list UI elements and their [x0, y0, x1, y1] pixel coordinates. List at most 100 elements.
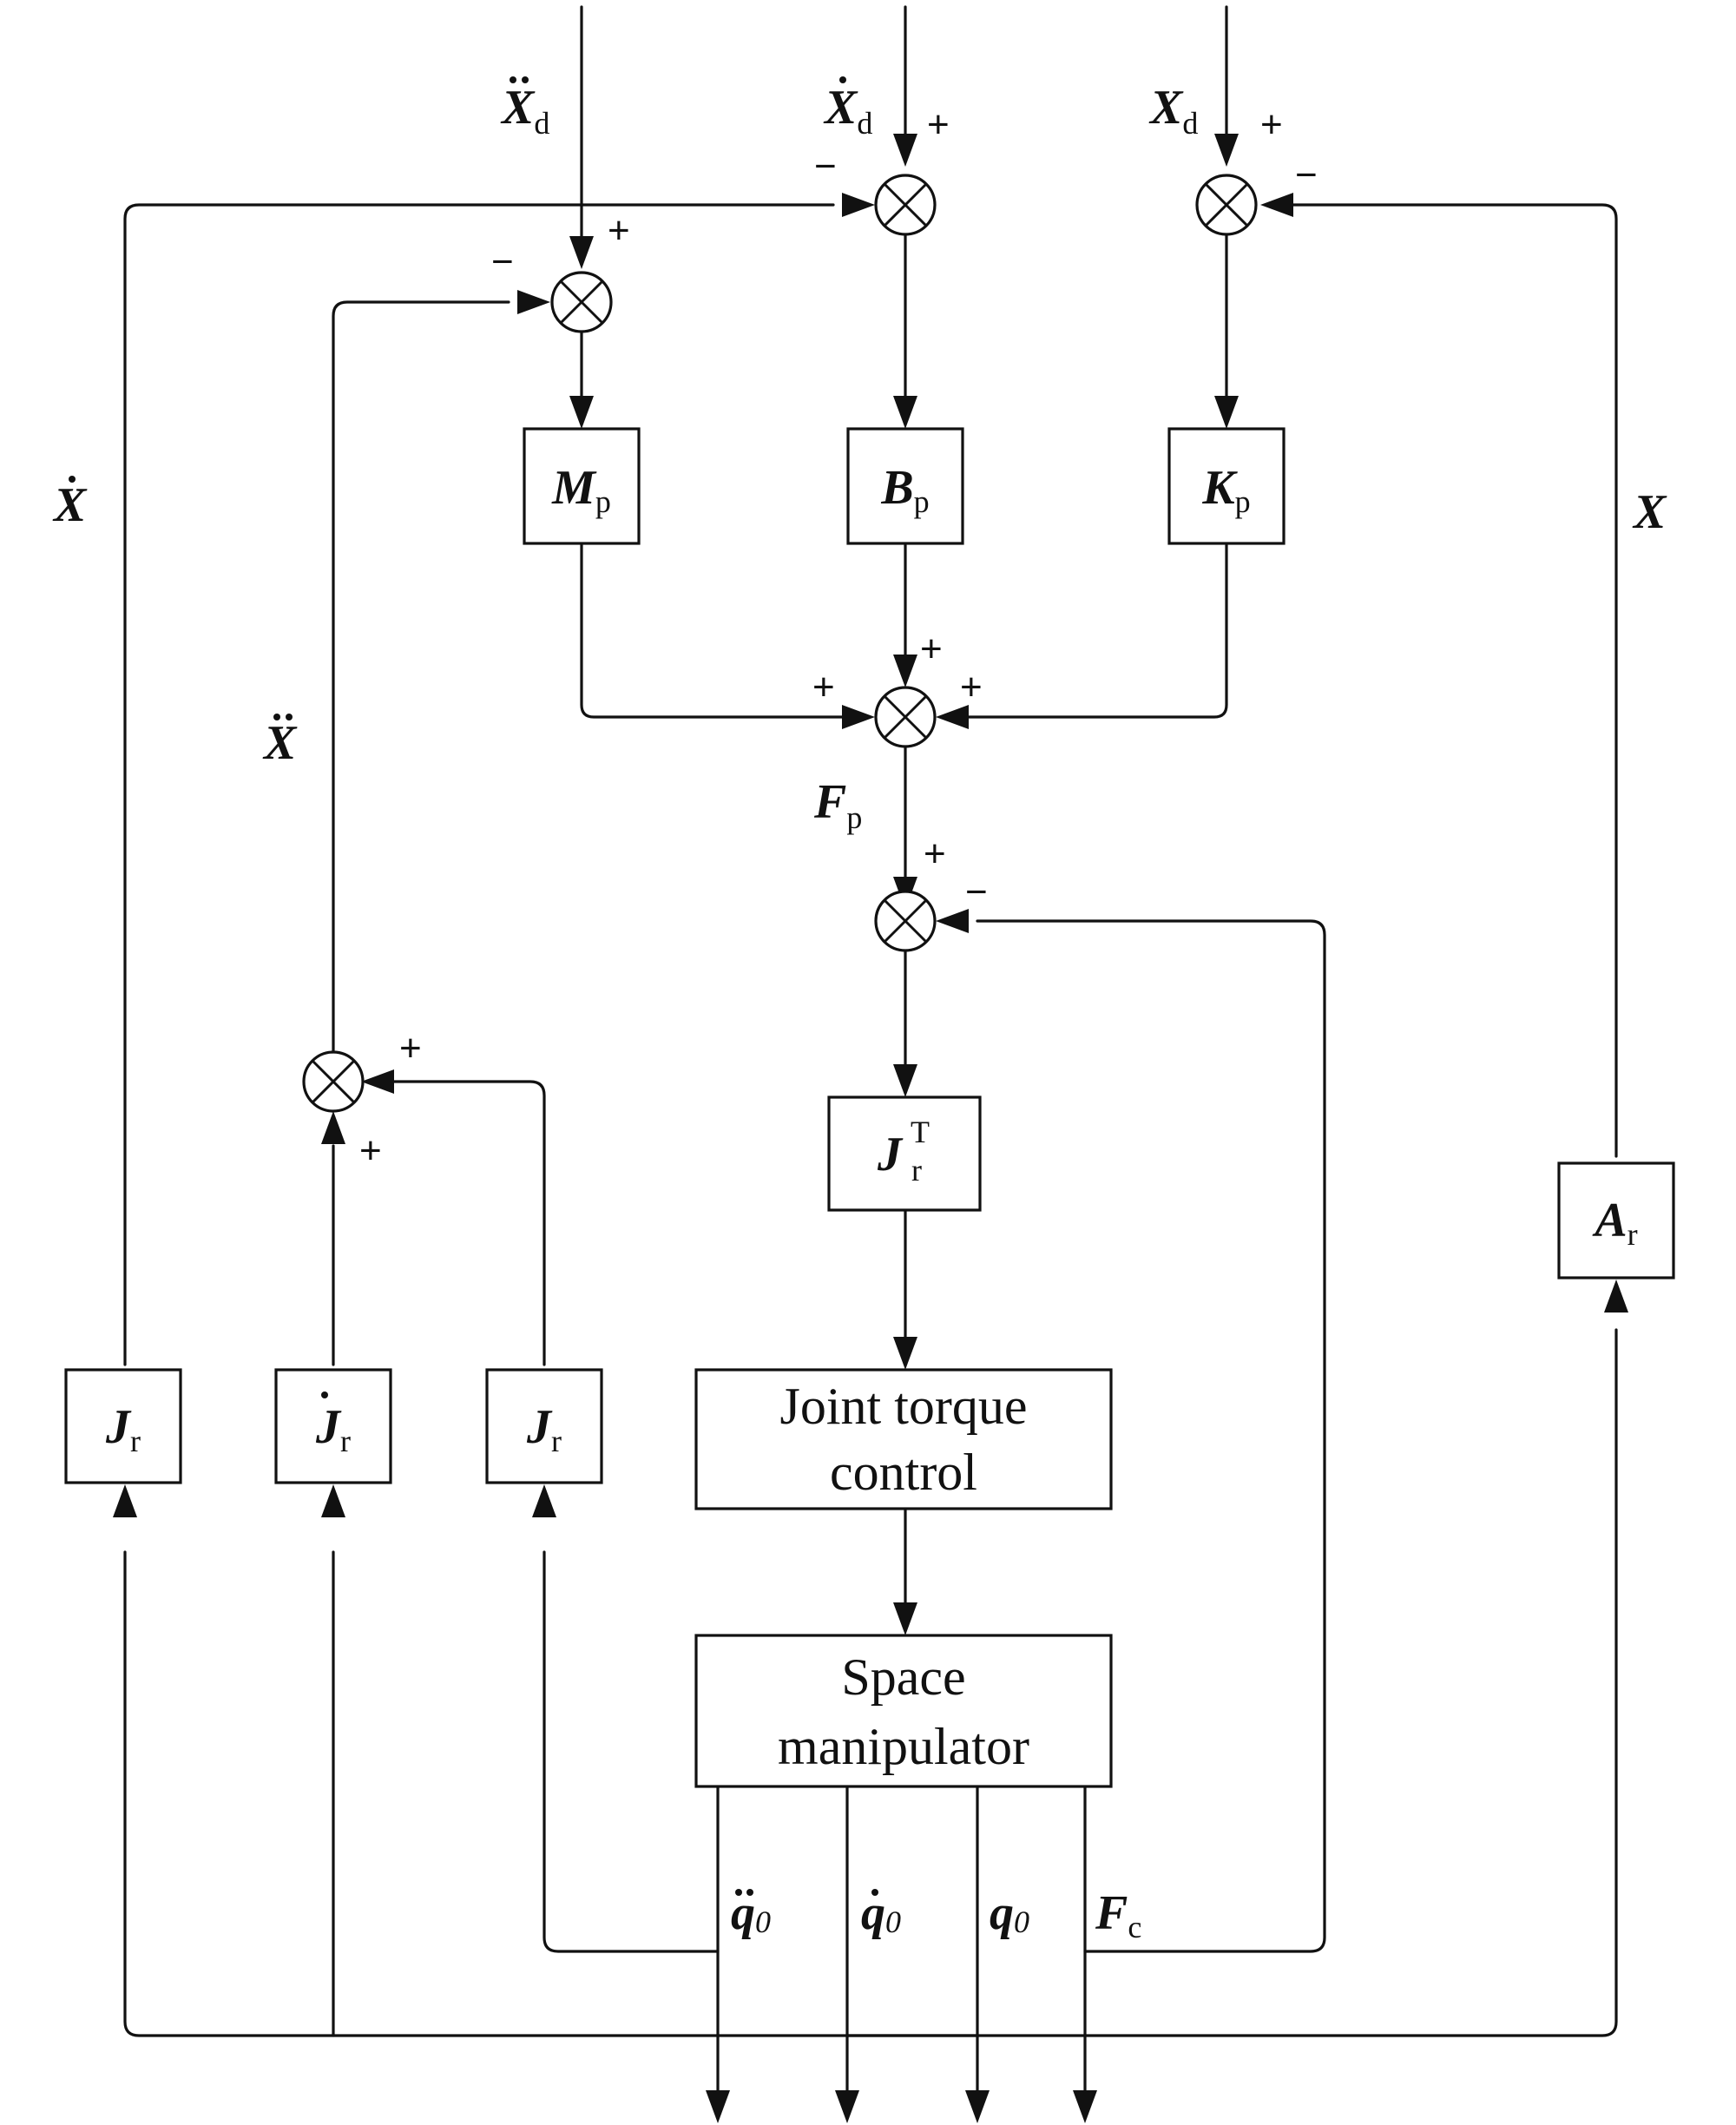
sign-minus: − [814, 145, 837, 188]
arrow-right-icon [842, 193, 875, 217]
block-jr-2-label: Jr [526, 1400, 562, 1458]
block-jr-1-label: Jr [105, 1400, 141, 1458]
arrow-up-icon [1604, 1280, 1628, 1312]
arrow-right-icon [842, 705, 875, 729]
signal-fc-label: Fc [1095, 1886, 1141, 1944]
block-jr-transpose-sup: T [911, 1115, 930, 1149]
arrow-down-icon [893, 1602, 917, 1635]
block-mp-label: Mp [551, 461, 611, 519]
summing-junction-acc [550, 271, 613, 333]
signal-q-label: q0 [990, 1886, 1029, 1940]
wire-bus-to-ar [845, 1328, 1618, 2037]
block-kp-label: Kp [1201, 461, 1250, 519]
space-manipulator-line1: Space [841, 1648, 965, 1706]
block-kp [1167, 427, 1286, 545]
sign-minus: − [491, 240, 514, 283]
arrow-left-icon [361, 1069, 394, 1094]
arrow-down-icon [706, 2090, 730, 2123]
wire-fc-feedback [976, 919, 1326, 1953]
block-jr-transpose-sub: r [911, 1153, 922, 1188]
wire-kp-to-force-sum [951, 543, 1228, 719]
arrow-left-icon [936, 705, 969, 729]
feedback-acceleration-overdot [273, 714, 280, 720]
arrow-up-icon [113, 1484, 137, 1517]
arrow-down-icon [1073, 2090, 1097, 2123]
arrow-up-icon [321, 1484, 345, 1517]
block-jr-1 [64, 1368, 182, 1484]
feedback-velocity-overdot [69, 476, 76, 483]
arrow-right-icon [517, 290, 550, 314]
signal-qddot-label: q0 [731, 1886, 771, 1940]
wire-acceleration-feedback [332, 300, 510, 1054]
block-jr-dot [274, 1368, 392, 1484]
arrow-down-icon [569, 236, 594, 269]
arrow-up-icon [532, 1484, 556, 1517]
sign-plus: + [1260, 103, 1283, 146]
feedback-acceleration-overdot [286, 714, 293, 720]
feedback-acceleration-label: X [262, 716, 298, 770]
summing-junction-pos [1195, 174, 1258, 236]
arrow-down-icon [569, 396, 594, 429]
block-bp [846, 427, 964, 545]
sign-plus: + [927, 103, 950, 146]
feedback-position-label: X [1632, 485, 1667, 539]
wire-bottom-bus [123, 1550, 979, 2037]
sign-plus: + [812, 666, 835, 708]
sign-plus: + [399, 1027, 422, 1069]
arrowheads [113, 134, 1628, 2123]
input-vel-label: Xd [823, 81, 872, 141]
joint-torque-line2: control [830, 1444, 977, 1501]
arrow-up-icon [321, 1111, 345, 1144]
space-manipulator-line2: manipulator [778, 1718, 1029, 1775]
signal-qddot-overdot [746, 1889, 753, 1896]
arrow-left-icon [936, 909, 969, 933]
summing-junction-error [874, 890, 937, 952]
arrow-down-icon [965, 2090, 990, 2123]
arrow-down-icon [893, 655, 917, 688]
sign-minus: − [1295, 154, 1318, 196]
summing-junction-acc-feedback [302, 1050, 365, 1113]
block-jr-dot-label: Jr [315, 1400, 351, 1458]
wire-qddot-to-jr2 [542, 1550, 720, 1953]
arrow-down-icon [1214, 134, 1239, 167]
arrow-left-icon [1260, 193, 1293, 217]
signal-fp-label: Fp [813, 775, 862, 835]
wire-jr2-to-sum [391, 1080, 546, 1366]
feedback-velocity-label: X [52, 478, 88, 532]
block-ar [1557, 1161, 1675, 1280]
sign-plus: + [924, 832, 946, 875]
arrow-down-icon [893, 134, 917, 167]
block-jr-2 [485, 1368, 603, 1484]
signal-wires [123, 5, 1618, 2106]
signal-qdot-overdot [871, 1889, 878, 1896]
block-jr-transpose [827, 1095, 982, 1212]
block-space-manipulator [694, 1634, 1113, 1788]
sign-plus: + [359, 1129, 382, 1172]
arrow-down-icon [893, 1064, 917, 1097]
signal-qddot-overdot [735, 1889, 742, 1896]
summing-junction-force [874, 686, 937, 748]
block-bp-label: Bp [880, 461, 929, 519]
sign-plus: + [960, 666, 983, 708]
block-ar-label: Ar [1592, 1194, 1637, 1252]
arrow-down-icon [893, 1337, 917, 1370]
arrow-down-icon [893, 396, 917, 429]
sign-minus: − [965, 871, 988, 913]
arrow-down-icon [835, 2090, 859, 2123]
input-pos-label: Xd [1148, 81, 1198, 141]
summing-junction-vel [874, 174, 937, 236]
sign-plus: + [920, 628, 943, 670]
joint-torque-line1: Joint torque [780, 1378, 1028, 1435]
wire-velocity-feedback [123, 203, 835, 1366]
block-joint-torque-control [694, 1368, 1113, 1510]
block-mp [523, 427, 641, 545]
input-acc-overdot [522, 76, 529, 83]
input-acc-overdot [510, 76, 516, 83]
arrow-down-icon [1214, 396, 1239, 429]
input-acc-label: Xd [500, 81, 549, 141]
wire-position-feedback [1283, 203, 1618, 1158]
input-vel-overdot [839, 76, 846, 83]
block-jr-dot-overdot [321, 1391, 328, 1398]
sign-labels: + − + − + − + + + + − + + [359, 103, 1318, 1172]
